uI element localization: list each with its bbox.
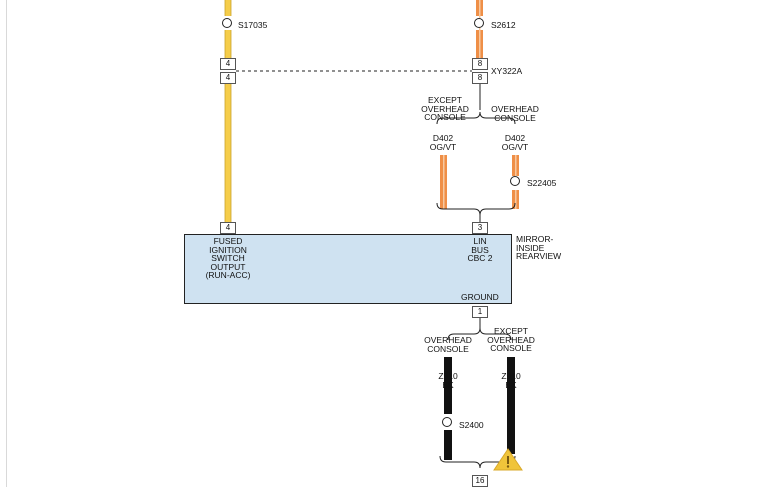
mirror-module-box[interactable] [184,234,512,304]
ground-branch-bracket [447,327,512,341]
branch-label-except-overhead-top: EXCEPT OVERHEAD CONSOLE [421,95,469,122]
module-name: MIRROR- INSIDE REARVIEW [516,234,562,261]
module-pin-ground[interactable]: 1 [472,306,488,318]
wire-black-right [507,357,515,454]
splice-s22405[interactable] [510,176,520,186]
connector-name: XY322A [491,66,523,76]
wire-label-z910-right: Z910 BK [501,371,521,390]
branch-label-overhead-top: OVERHEAD CONSOLE [491,104,539,123]
wire-orange-right-branch [512,155,519,209]
module-lin-label: LIN BUS CBC 2 [467,236,493,263]
wire-label-z910-left: Z910 BK [438,371,458,390]
splice-s17035[interactable] [222,18,232,28]
module-pin-lin[interactable]: 3 [472,222,488,234]
connector-pin-right-lower[interactable]: 8 [472,72,488,84]
connector-pin-left-upper[interactable]: 4 [220,58,236,70]
branch-label-overhead-bottom: OVERHEAD CONSOLE [424,335,472,354]
bottom-connector-pin[interactable]: 16 [472,475,488,487]
module-pin-fused[interactable]: 4 [220,222,236,234]
warning-icon[interactable] [493,448,523,471]
wire-orange-upper [476,0,483,58]
top-branch-bracket [436,111,516,125]
splice-s2612[interactable] [474,18,484,28]
connector-pin-left-lower[interactable]: 4 [220,72,236,84]
wire-orange-left-branch [440,155,447,209]
branch-label-except-overhead-bottom: EXCEPT OVERHEAD CONSOLE [487,326,535,353]
connector-pin-right-upper[interactable]: 8 [472,58,488,70]
module-fused-label: FUSED IGNITION SWITCH OUTPUT (RUN-ACC) [205,236,251,280]
wire-black-left [444,357,452,460]
lin-join-bracket [436,202,516,216]
splice-label-s17035: S17035 [238,20,268,30]
page-edge-rule [6,0,7,487]
module-ground-label: GROUND [461,292,499,302]
wire-yellow-lower [224,84,232,222]
wire-label-d402-left: D402 OG/VT [429,133,457,152]
splice-label-s22405: S22405 [527,178,557,188]
splice-s2400[interactable] [442,417,452,427]
wire-label-d402-right: D402 OG/VT [501,133,529,152]
wire-yellow-upper [224,0,232,58]
splice-label-s2612: S2612 [491,20,516,30]
splice-label-s2400: S2400 [459,420,484,430]
